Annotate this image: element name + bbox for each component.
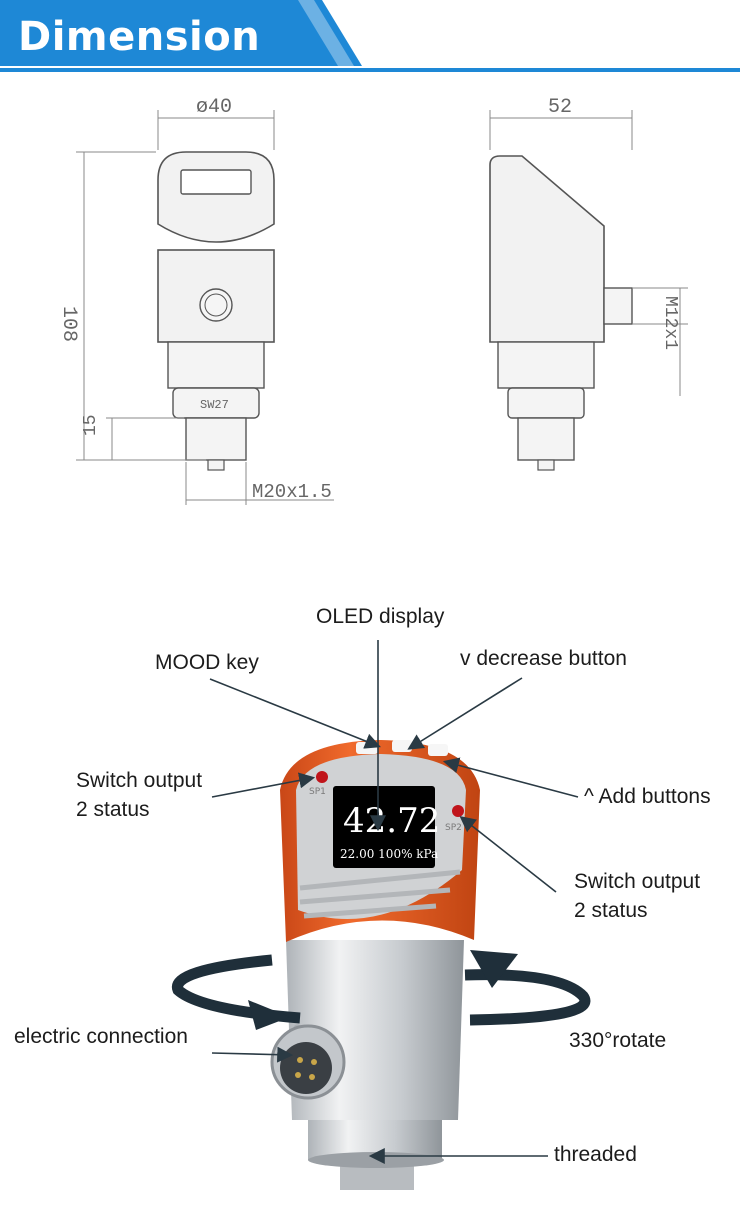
- connector-thread-label: M12x1: [660, 296, 680, 350]
- header-banner: Dimension: [0, 0, 750, 80]
- label-rotate: 330°rotate: [569, 1029, 667, 1052]
- page-title: Dimension: [18, 14, 261, 60]
- label-switch-output-left: Switch output 2 status: [76, 766, 202, 824]
- label-mood-key: MOOD key: [155, 651, 259, 674]
- label-switch-output-right-line1: Switch output: [574, 870, 701, 893]
- label-switch-output-left-line2: 2 status: [76, 798, 150, 821]
- sp2-led: [452, 805, 464, 817]
- banner-shape: [0, 0, 740, 72]
- label-electric-connection: electric connection: [14, 1025, 188, 1048]
- display-sub-line: 22.00 100% kPa: [340, 847, 438, 861]
- sp1-led: [316, 771, 328, 783]
- label-decrease-button: v decrease button: [460, 647, 627, 670]
- label-oled-display: OLED display: [316, 605, 445, 628]
- label-switch-output-left-line1: Switch output: [76, 769, 203, 792]
- process-thread-label: M20x1.5: [252, 481, 332, 503]
- label-add-buttons: ^ Add buttons: [584, 785, 711, 808]
- product-photo: 42.72 22.00 100% kPa SP1 SP2: [172, 640, 591, 1190]
- dimension-drawing: ø40 52 108 15 SW27 M20x1.5 M12x1: [57, 96, 688, 505]
- wrench-size-label: SW27: [200, 398, 229, 412]
- thread-length-dimension: 15: [81, 414, 101, 436]
- m12-connector: [270, 1024, 346, 1100]
- label-switch-output-right: Switch output 2 status: [574, 867, 700, 925]
- label-threaded: threaded: [554, 1143, 637, 1166]
- display-main-value: 42.72: [343, 801, 440, 841]
- height-dimension: 108: [57, 306, 80, 342]
- depth-dimension: 52: [548, 96, 572, 119]
- label-switch-output-right-line2: 2 status: [574, 899, 648, 922]
- sp1-label: SP1: [309, 787, 326, 797]
- width-dimension: ø40: [196, 96, 232, 119]
- sp2-label: SP2: [445, 823, 462, 833]
